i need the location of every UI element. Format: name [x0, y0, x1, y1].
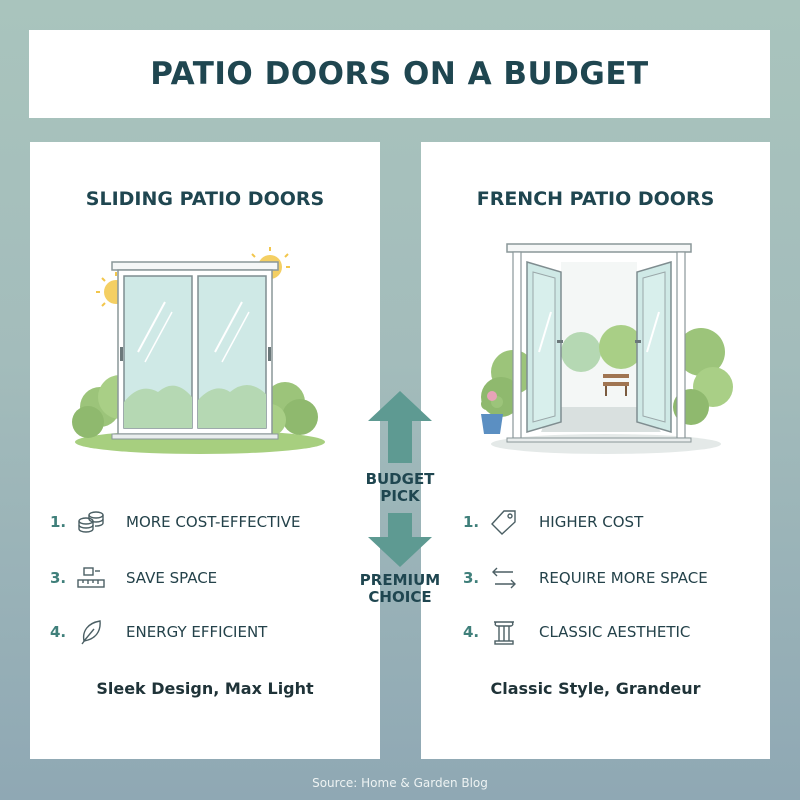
feature-number: 1.	[463, 513, 480, 531]
feature-label: SAVE SPACE	[126, 569, 218, 587]
feature-number: 3.	[50, 569, 67, 587]
sliding-tagline: Sleek Design, Max Light	[96, 679, 314, 698]
feature-number: 4.	[50, 623, 67, 641]
column-icon	[494, 621, 514, 645]
list-item: 1. HIGHER COST	[421, 507, 770, 537]
comparison-arrows	[368, 391, 432, 567]
list-item: 3. REQUIRE MORE SPACE	[421, 563, 770, 593]
sliding-doors-heading: SLIDING PATIO DOORS	[85, 188, 325, 210]
feature-number: 1.	[50, 513, 67, 531]
sliding-doors-panel: SLIDING PATIO DOORS	[30, 142, 380, 759]
feature-label: REQUIRE MORE SPACE	[539, 569, 708, 587]
feature-number: 4.	[463, 623, 480, 641]
list-item: 1. MORE COST-EFFECTIVE	[30, 507, 380, 537]
ruler-icon	[77, 567, 105, 588]
list-item: 3. SAVE SPACE	[30, 563, 380, 593]
feature-label: MORE COST-EFFECTIVE	[126, 513, 301, 531]
feature-label: CLASSIC AESTHETIC	[539, 623, 691, 641]
up-arrow-icon	[368, 391, 432, 463]
french-door-illustration	[481, 243, 733, 454]
french-doors-heading: FRENCH PATIO DOORS	[476, 188, 715, 210]
sliding-door-illustration	[72, 247, 325, 454]
page-title: PATIO DOORS ON A BUDGET	[150, 56, 649, 92]
down-arrow-icon	[368, 513, 432, 567]
list-item: 4. CLASSIC AESTHETIC	[421, 617, 770, 647]
source-caption: Source: Home & Garden Blog	[312, 776, 488, 790]
french-tagline: Classic Style, Grandeur	[490, 679, 701, 698]
title-banner: PATIO DOORS ON A BUDGET	[29, 30, 770, 118]
coins-icon	[78, 511, 104, 533]
price-tag-icon	[491, 510, 516, 535]
premium-choice-label: PREMIUM CHOICE	[359, 571, 441, 606]
feature-label: ENERGY EFFICIENT	[126, 623, 268, 641]
swap-arrows-icon	[492, 567, 516, 589]
french-doors-panel: FRENCH PATIO DOORS	[421, 142, 770, 759]
feature-number: 3.	[463, 569, 480, 587]
budget-pick-label: BUDGET PICK	[365, 470, 435, 505]
feature-label: HIGHER COST	[539, 513, 644, 531]
leaf-icon	[81, 620, 101, 645]
list-item: 4. ENERGY EFFICIENT	[30, 617, 380, 647]
